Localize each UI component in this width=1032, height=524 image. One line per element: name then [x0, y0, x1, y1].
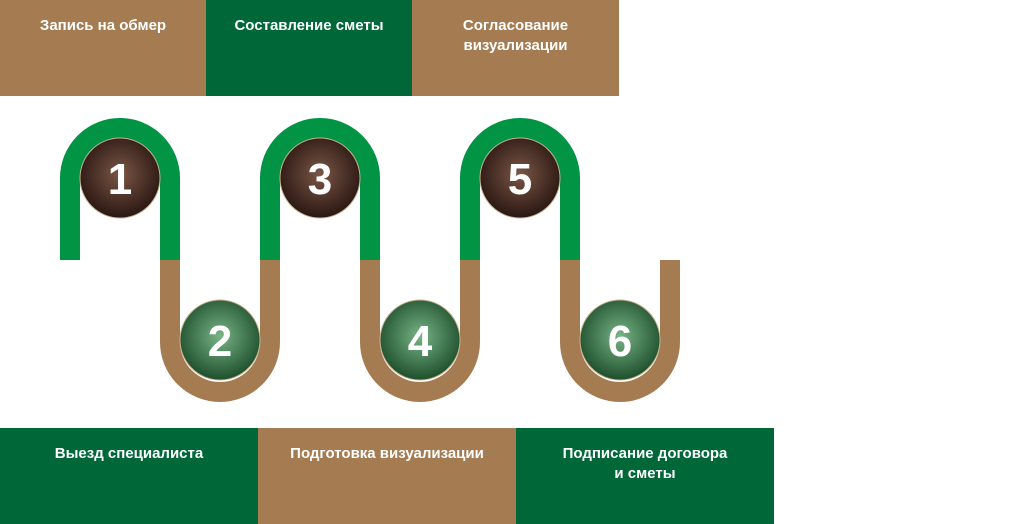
marker-4: 4 [379, 299, 461, 381]
step-box-5: Согласование визуализации [412, 0, 619, 96]
step-box-6: Подписание договора и сметы [516, 428, 774, 524]
path-top-arc-5 [460, 118, 580, 260]
step-label-4: Подготовка визуализации [290, 445, 484, 462]
marker-number: 5 [508, 155, 532, 204]
step-label-3: Составление сметы [234, 17, 384, 34]
marker-number: 1 [108, 155, 132, 204]
path-top-arc-1 [60, 118, 180, 260]
marker-number: 4 [408, 317, 433, 366]
step-box-2: Выезд специалиста [0, 428, 258, 524]
marker-5: 5 [479, 137, 561, 219]
marker-2: 2 [179, 299, 261, 381]
step-box-4: Подготовка визуализации [258, 428, 516, 524]
path-bottom-arc-6 [560, 260, 680, 402]
marker-number: 6 [608, 317, 632, 366]
marker-number: 2 [208, 317, 232, 366]
marker-6: 6 [579, 299, 661, 381]
step-label-2: Выезд специалиста [54, 445, 204, 462]
step-label-6: Подписание договора и сметы [562, 445, 728, 482]
path-bottom-arc-2 [160, 260, 280, 402]
step-box-3: Составление сметы [206, 0, 412, 96]
marker-number: 3 [308, 155, 332, 204]
step-box-1: Запись на обмер [0, 0, 206, 96]
marker-3: 3 [279, 137, 361, 219]
path-bottom-arc-4 [360, 260, 480, 402]
path-top-arc-3 [260, 118, 380, 260]
step-label-1: Запись на обмер [39, 17, 167, 34]
step-label-5: Согласование визуализации [462, 17, 569, 54]
marker-1: 1 [79, 137, 161, 219]
